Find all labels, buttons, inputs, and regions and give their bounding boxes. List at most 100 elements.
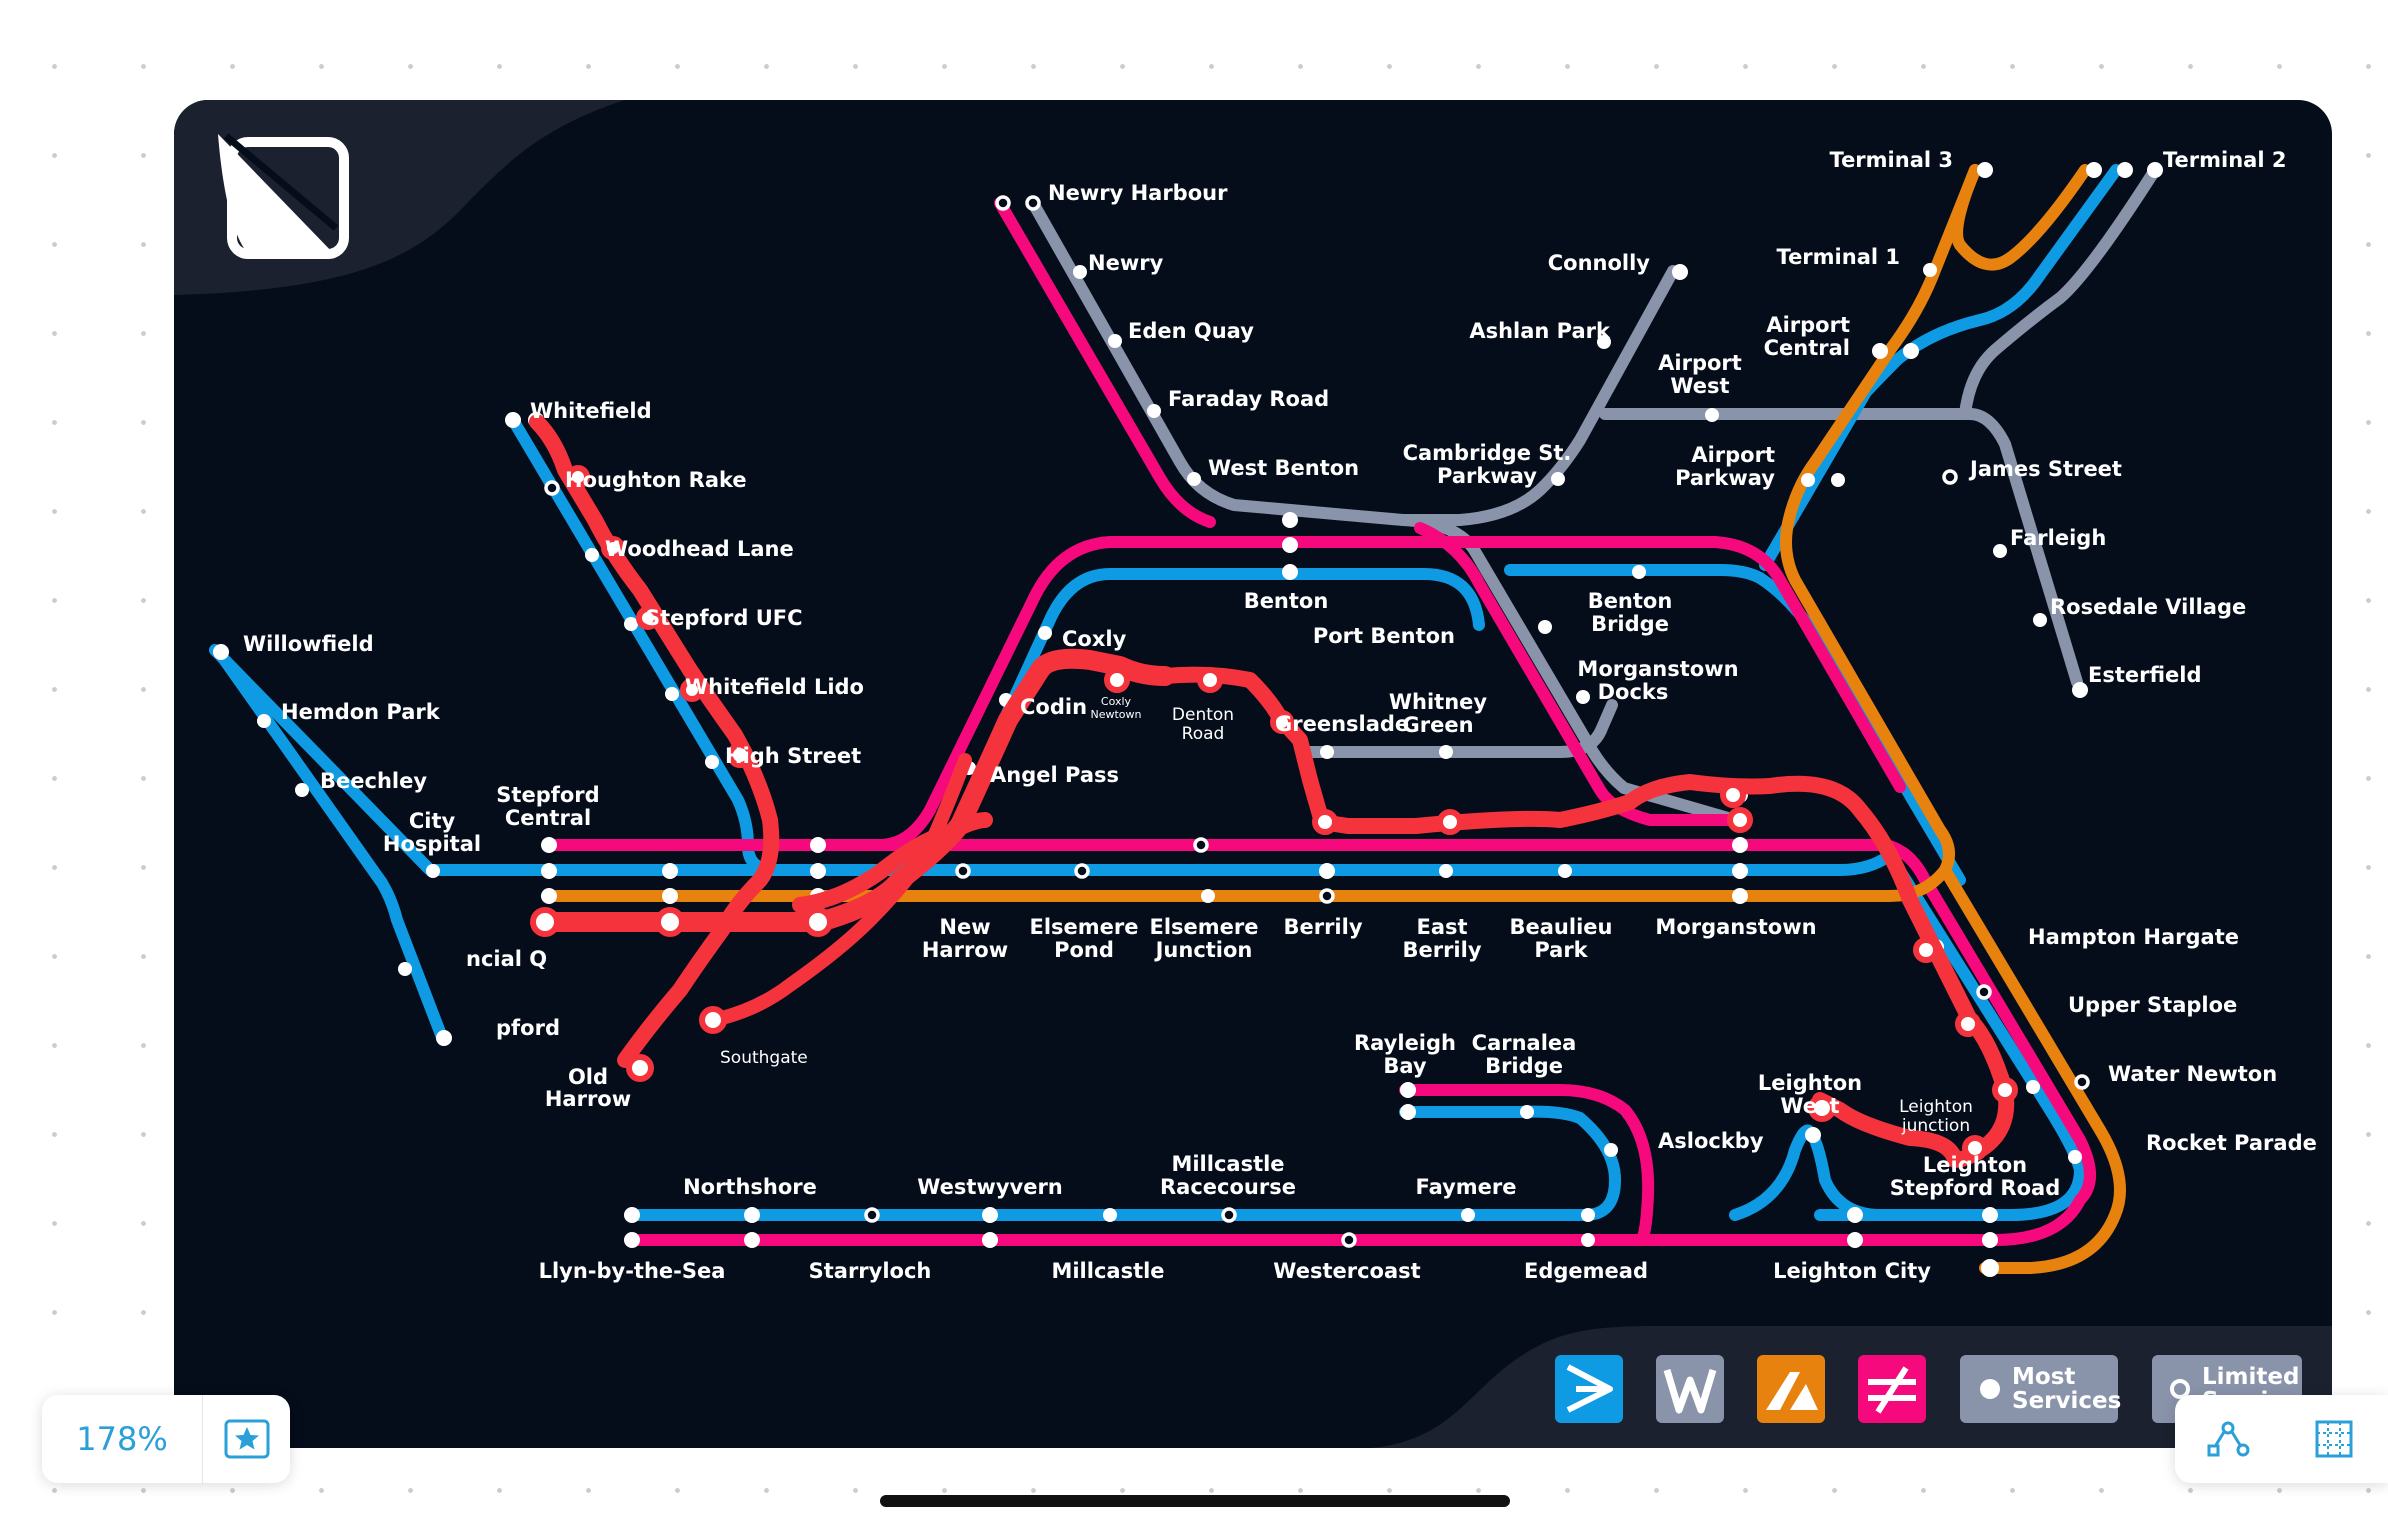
legend-orange-operator[interactable] <box>1757 1355 1825 1423</box>
shapes-button[interactable] <box>2175 1395 2281 1483</box>
station-dot[interactable] <box>1903 343 1919 359</box>
station-dot[interactable] <box>810 863 826 879</box>
station-dot[interactable] <box>1576 690 1590 704</box>
station-dot[interactable] <box>1993 544 2007 558</box>
legend-blue-operator[interactable] <box>1555 1355 1623 1423</box>
station-dot[interactable] <box>1073 265 1087 279</box>
limited-station-dot[interactable] <box>1319 888 1335 904</box>
station-dot[interactable] <box>2068 1150 2082 1164</box>
station-dot[interactable] <box>744 1207 760 1223</box>
station-dot[interactable] <box>1604 1143 1618 1157</box>
station-dot[interactable] <box>1732 888 1748 904</box>
station-dot[interactable] <box>541 888 557 904</box>
station-dot[interactable] <box>2117 162 2133 178</box>
station-dot[interactable] <box>1282 564 1298 580</box>
station-dot[interactable] <box>213 644 229 660</box>
station-dot[interactable] <box>2072 682 2088 698</box>
station-dot[interactable] <box>295 783 309 797</box>
station-dot[interactable] <box>1732 837 1748 853</box>
station-dot[interactable] <box>1038 626 1052 640</box>
station-dot[interactable] <box>1400 1104 1416 1120</box>
station-dot[interactable] <box>1847 1207 1863 1223</box>
station-dot[interactable] <box>1320 745 1334 759</box>
station-dot[interactable] <box>1187 472 1201 486</box>
station-dot[interactable] <box>2033 613 2047 627</box>
station-dot[interactable] <box>1439 864 1453 878</box>
station-dot[interactable] <box>662 863 678 879</box>
station-dot[interactable] <box>1538 620 1552 634</box>
limited-station-dot[interactable] <box>1976 984 1992 1000</box>
station-dot[interactable] <box>1732 863 1748 879</box>
station-dot[interactable] <box>1282 537 1298 553</box>
station-dot[interactable] <box>1319 863 1335 879</box>
station-dot[interactable] <box>1982 1207 1998 1223</box>
station-dot[interactable] <box>1597 335 1611 349</box>
legend-pink-operator[interactable] <box>1858 1355 1926 1423</box>
limited-station-dot[interactable] <box>1942 469 1958 485</box>
station-dot[interactable] <box>1831 473 1845 487</box>
legend-most-services[interactable]: Most Services <box>1960 1355 2121 1423</box>
station-dot[interactable] <box>1632 565 1646 579</box>
limited-station-dot[interactable] <box>1074 863 1090 879</box>
station-dot[interactable] <box>1103 1208 1117 1222</box>
station-dot[interactable] <box>1872 343 1888 359</box>
zoom-level[interactable]: 178% <box>76 1420 168 1458</box>
station-dot[interactable] <box>1147 404 1161 418</box>
station-dot[interactable] <box>1581 1208 1595 1222</box>
limited-station-dot[interactable] <box>1193 837 1209 853</box>
station-dot[interactable] <box>624 1207 640 1223</box>
station-dot[interactable] <box>1705 408 1719 422</box>
station-dot[interactable] <box>257 714 271 728</box>
limited-station-dot[interactable] <box>544 480 560 496</box>
station-dot[interactable] <box>1201 889 1215 903</box>
station-dot[interactable] <box>1439 745 1453 759</box>
station-dot[interactable] <box>1108 334 1122 348</box>
limited-station-dot[interactable] <box>995 195 1011 211</box>
station-dot[interactable] <box>1981 1259 1999 1277</box>
station-dot[interactable] <box>624 617 638 631</box>
station-dot[interactable] <box>1801 473 1815 487</box>
station-dot[interactable] <box>810 837 826 853</box>
station-dot[interactable] <box>585 548 599 562</box>
station-dot[interactable] <box>982 1232 998 1248</box>
legend-grey-operator[interactable] <box>1656 1355 1724 1423</box>
grid-button[interactable] <box>2281 1395 2387 1483</box>
station-dot[interactable] <box>744 1232 760 1248</box>
station-dot[interactable] <box>1923 263 1937 277</box>
station-dot[interactable] <box>541 837 557 853</box>
station-dot[interactable] <box>2147 162 2163 178</box>
station-dot[interactable] <box>982 1207 998 1223</box>
station-dot[interactable] <box>2086 162 2102 178</box>
limited-station-dot[interactable] <box>2074 1074 2090 1090</box>
station-dot[interactable] <box>1282 512 1298 528</box>
station-dot[interactable] <box>1400 1082 1416 1098</box>
station-dot[interactable] <box>665 687 679 701</box>
station-dot[interactable] <box>705 755 719 769</box>
station-dot[interactable] <box>624 1232 640 1248</box>
station-dot[interactable] <box>1805 1127 1821 1143</box>
station-dot[interactable] <box>662 888 678 904</box>
station-dot[interactable] <box>541 863 557 879</box>
station-dot[interactable] <box>1982 1232 1998 1248</box>
station-dot[interactable] <box>505 412 521 428</box>
limited-station-dot[interactable] <box>1221 1207 1237 1223</box>
station-dot[interactable] <box>1672 264 1688 280</box>
favorite-button[interactable] <box>203 1395 290 1483</box>
station-dot[interactable] <box>1581 1233 1595 1247</box>
station-dot[interactable] <box>1977 162 1993 178</box>
station-dot[interactable] <box>1558 864 1572 878</box>
station-dot[interactable] <box>1520 1105 1534 1119</box>
limited-station-dot[interactable] <box>864 1207 880 1223</box>
station-dot[interactable] <box>426 864 440 878</box>
station-dot[interactable] <box>436 1030 452 1046</box>
station-dot[interactable] <box>1461 1208 1475 1222</box>
station-dot[interactable] <box>1847 1232 1863 1248</box>
home-indicator[interactable] <box>880 1495 1510 1507</box>
limited-station-dot[interactable] <box>1025 195 1041 211</box>
station-dot[interactable] <box>1551 472 1565 486</box>
limited-station-dot[interactable] <box>955 863 971 879</box>
station-dot[interactable] <box>398 962 412 976</box>
limited-station-dot[interactable] <box>1341 1232 1357 1248</box>
station-dot[interactable] <box>2026 1080 2040 1094</box>
